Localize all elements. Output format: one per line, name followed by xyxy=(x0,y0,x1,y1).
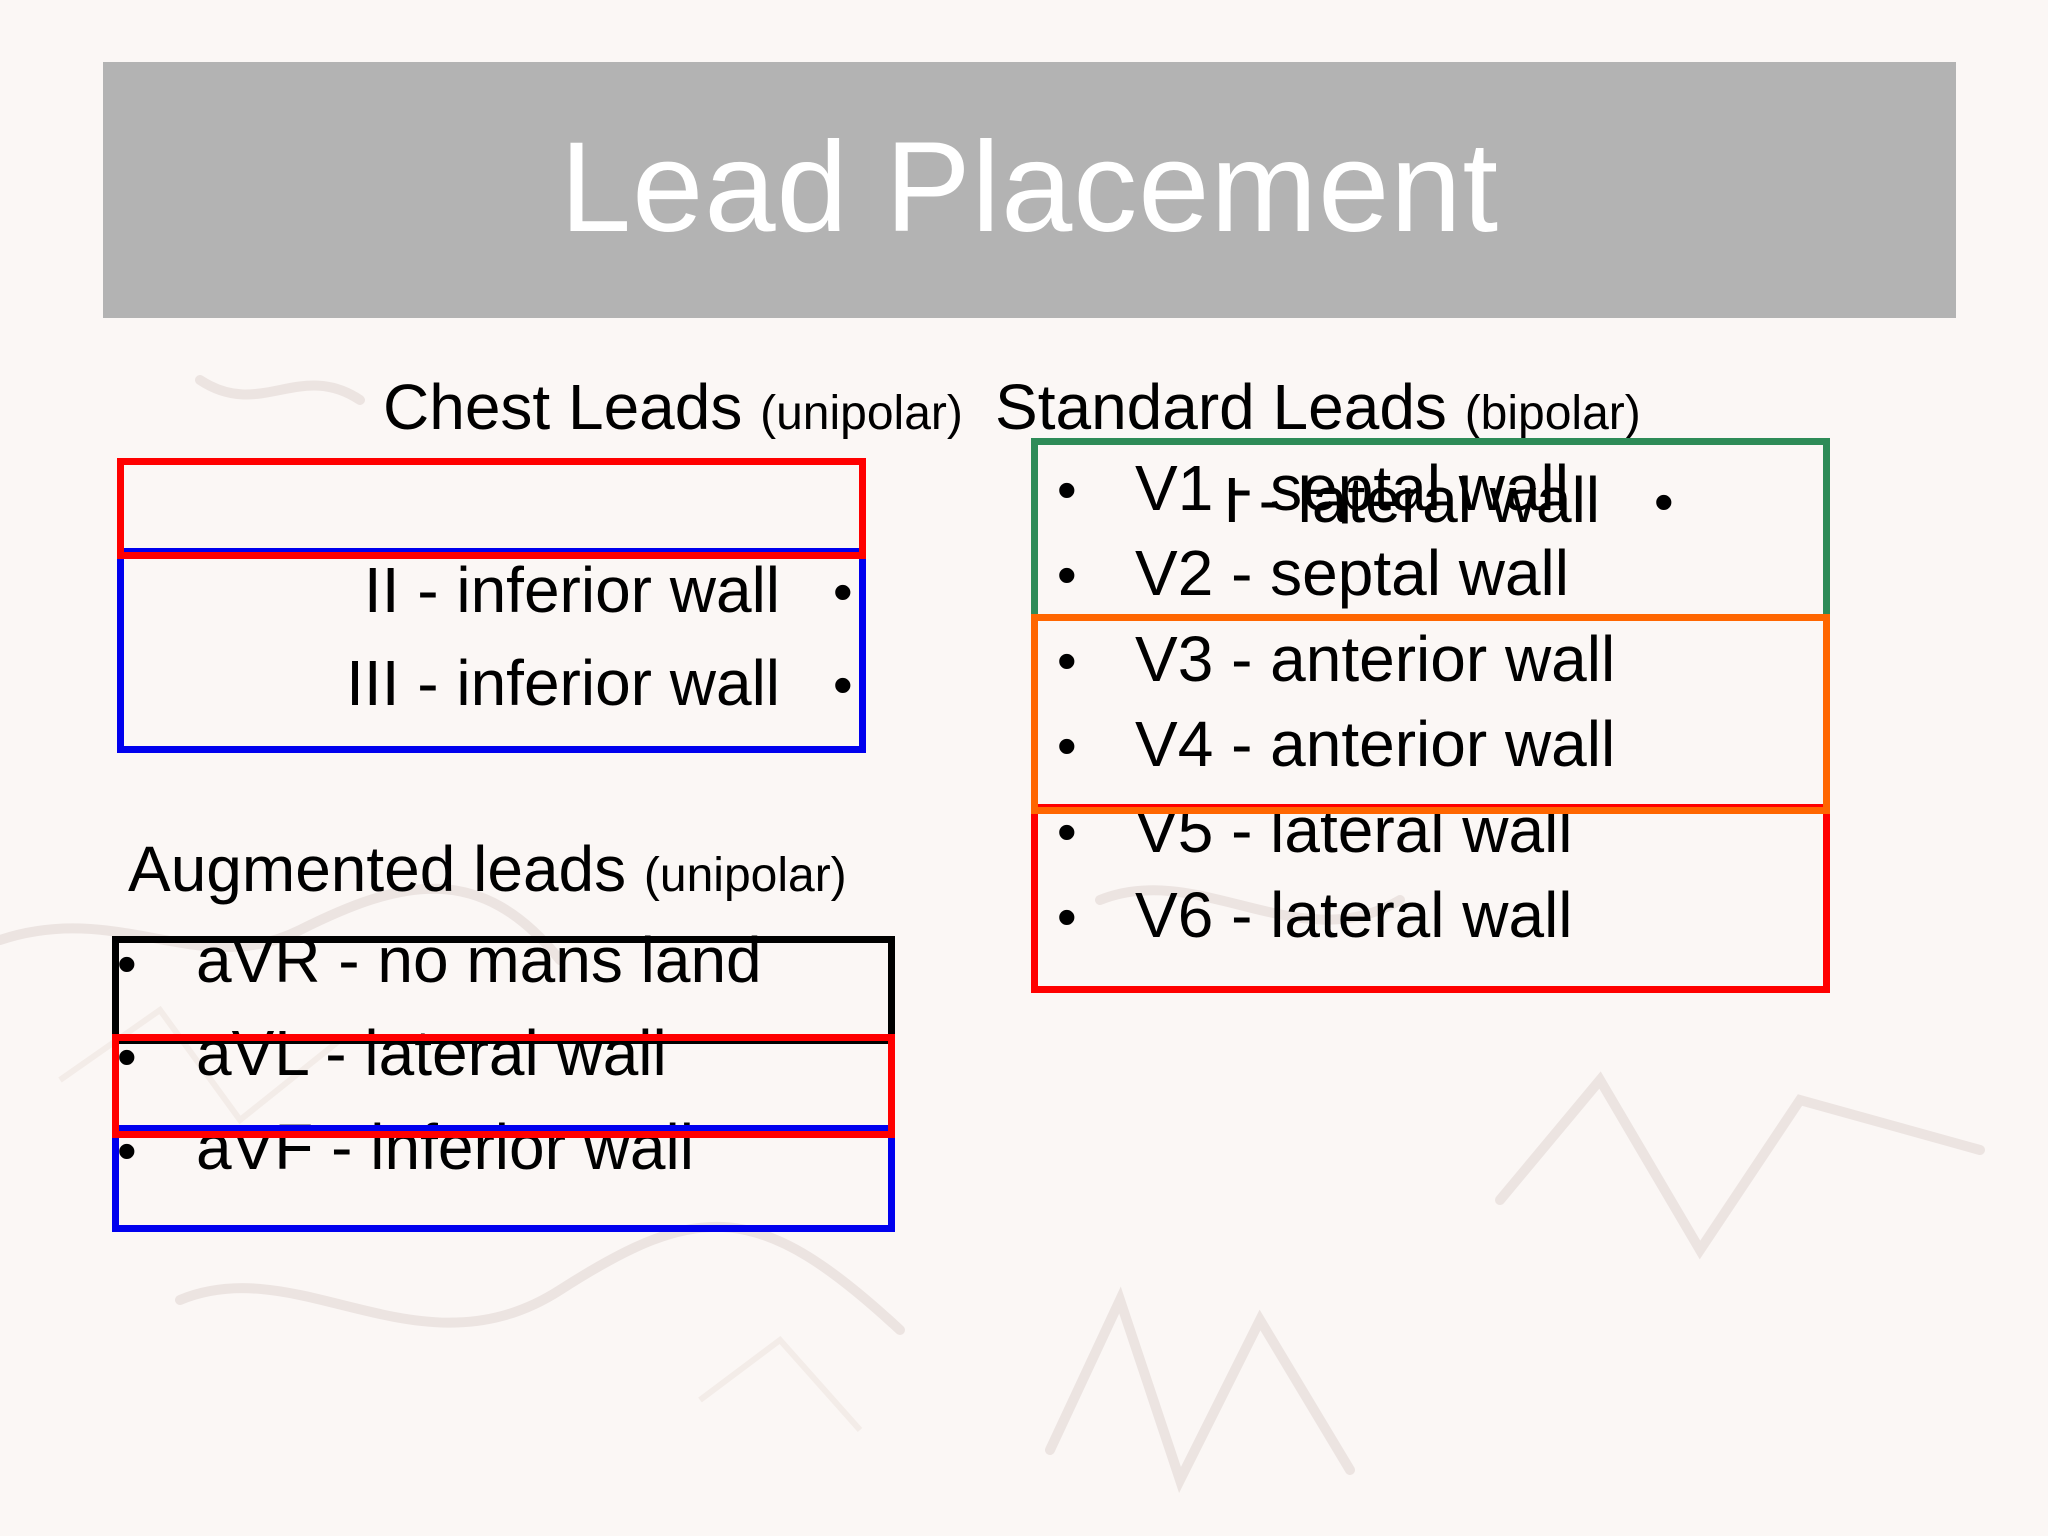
title-bar: Lead Placement xyxy=(103,62,1956,318)
anterior-wall-box xyxy=(1031,614,1830,814)
standard-lead-bullet: • xyxy=(1654,470,1674,533)
chest-leads-heading-sub: (unipolar) xyxy=(760,387,963,440)
chest-lead-bullet: • xyxy=(1057,714,1077,777)
chest-lead-item: V6 - lateral wall xyxy=(1135,879,1573,951)
septal-wall-box xyxy=(1031,438,1830,621)
slide-title: Lead Placement xyxy=(559,115,1500,259)
augmented-leads-heading-text: Augmented leads xyxy=(128,833,627,905)
chest-lead-bullet: • xyxy=(1057,885,1077,948)
chest-leads-heading: Chest Leads (unipolar) xyxy=(383,375,963,439)
standard-leads-heading-sub: (bipolar) xyxy=(1464,387,1641,440)
chest-lead-item: V4 - anterior wall xyxy=(1135,708,1616,780)
standard-lead-item: III - inferior wall xyxy=(346,647,780,719)
chest-lead-bullet: • xyxy=(1057,543,1077,606)
standard-lead-bullet: • xyxy=(833,560,853,623)
chest-lead-item: V1 - septal wall xyxy=(1135,452,1569,524)
augmented-lead-item: aVL - lateral wall xyxy=(196,1017,667,1089)
augmented-leads-heading-sub: (unipolar) xyxy=(643,849,847,902)
augmented-leads-heading: Augmented leads (unipolar) xyxy=(128,837,847,901)
chest-lead-item: V2 - septal wall xyxy=(1135,537,1569,609)
inferior-wall-box xyxy=(112,1125,895,1232)
standard-lead-item: II - inferior wall xyxy=(363,554,780,626)
chest-lead-bullet: • xyxy=(1057,800,1077,863)
lateral-wall-box xyxy=(117,458,866,559)
standard-lead-item: I - lateral wall xyxy=(1223,464,1600,536)
standard-leads-heading: Standard Leads (bipolar) xyxy=(995,375,1641,439)
standard-lead-bullet: • xyxy=(833,653,853,716)
lateral-wall-box xyxy=(112,1034,895,1138)
chest-leads-heading-text: Chest Leads xyxy=(383,371,743,443)
chest-lead-bullet: • xyxy=(1057,458,1077,521)
augmented-lead-bullet: • xyxy=(117,932,137,995)
chest-lead-item: V3 - anterior wall xyxy=(1135,623,1616,695)
no-mans-land-box xyxy=(112,936,895,1044)
inferior-wall-box xyxy=(117,548,866,753)
standard-leads-heading-text: Standard Leads xyxy=(995,371,1447,443)
lateral-wall-box xyxy=(1031,804,1830,993)
chest-lead-bullet: • xyxy=(1057,629,1077,692)
